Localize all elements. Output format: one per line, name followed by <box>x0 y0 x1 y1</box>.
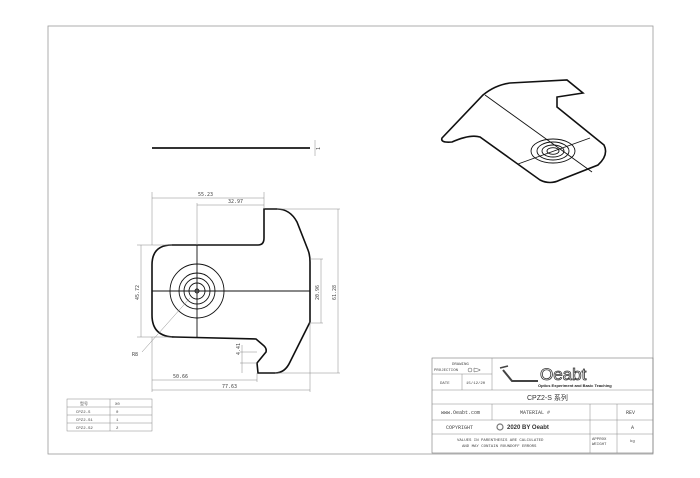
logo-text: Oeabt <box>540 365 587 384</box>
approx-label: APPROX <box>592 438 607 442</box>
dimension-label: 61.28 <box>332 285 338 300</box>
material-label: MATERIAL # <box>520 410 550 416</box>
website-text: www.Oeabt.com <box>441 410 480 416</box>
projection-label: PROJECTION <box>434 369 459 373</box>
table-cell: CPZ2-S2 <box>76 427 93 431</box>
radius-label: R8 <box>132 352 138 358</box>
dimension-label: 50.66 <box>173 374 188 380</box>
plan-view: 55.23 32.97 45.72 20.96 61.28 4.41 50.66… <box>132 192 340 392</box>
table-cell: 2 <box>116 427 119 431</box>
logo-tagline: Optics Experiment and Basic Teaching <box>538 383 612 388</box>
weight-label: WEIGHT <box>592 443 607 447</box>
table-header: 型号 <box>80 400 88 407</box>
table-cell: 1 <box>116 419 119 423</box>
table-header: X0 <box>115 403 120 407</box>
drawing-label: DRAWING <box>452 363 469 367</box>
weight-unit: kg <box>630 439 635 444</box>
rev-value: A <box>631 425 634 431</box>
drawing-title: CPZ2-S 系列 <box>527 393 568 402</box>
side-view: 1 <box>152 140 322 156</box>
date-label: DATE <box>440 382 450 386</box>
projection-symbol-icon <box>467 367 481 373</box>
dimension-label: 4.41 <box>236 343 242 355</box>
date-value: 15/12/20 <box>466 381 486 386</box>
note-line: AND MAY CONTAIN ROUNDOFF ERRORS <box>462 445 537 449</box>
parts-table: 型号 X0 CPZ2-S 0 CPZ2-S1 1 CPZ2-S2 2 <box>66 398 153 432</box>
copyright-label: COPYRIGHT <box>446 425 473 431</box>
oeabt-logo: Oeabt Optics Experiment and Basic Teachi… <box>499 365 612 388</box>
drawing-border <box>47 25 654 455</box>
rev-label: REV <box>626 410 635 416</box>
table-cell: CPZ2-S1 <box>76 419 93 423</box>
thickness-dimension: 1 <box>316 147 322 150</box>
dimension-label: 32.97 <box>228 199 243 205</box>
table-cell: 0 <box>116 411 119 415</box>
isometric-view <box>440 79 607 184</box>
dimension-label: 45.72 <box>135 285 141 300</box>
dimension-label: 77.63 <box>222 384 237 390</box>
table-cell: CPZ2-S <box>76 411 91 415</box>
dimension-label: 20.96 <box>315 285 321 300</box>
dimension-label: 55.23 <box>198 192 213 198</box>
note-line: VALUES IN PARENTHESIS ARE CALCULATED <box>457 439 544 443</box>
copyright-text: 2020 BY Oeabt <box>507 425 549 431</box>
title-block: DRAWING PROJECTION DATE 15/12/20 Oeabt O… <box>431 357 654 454</box>
copyright-icon <box>496 423 504 431</box>
